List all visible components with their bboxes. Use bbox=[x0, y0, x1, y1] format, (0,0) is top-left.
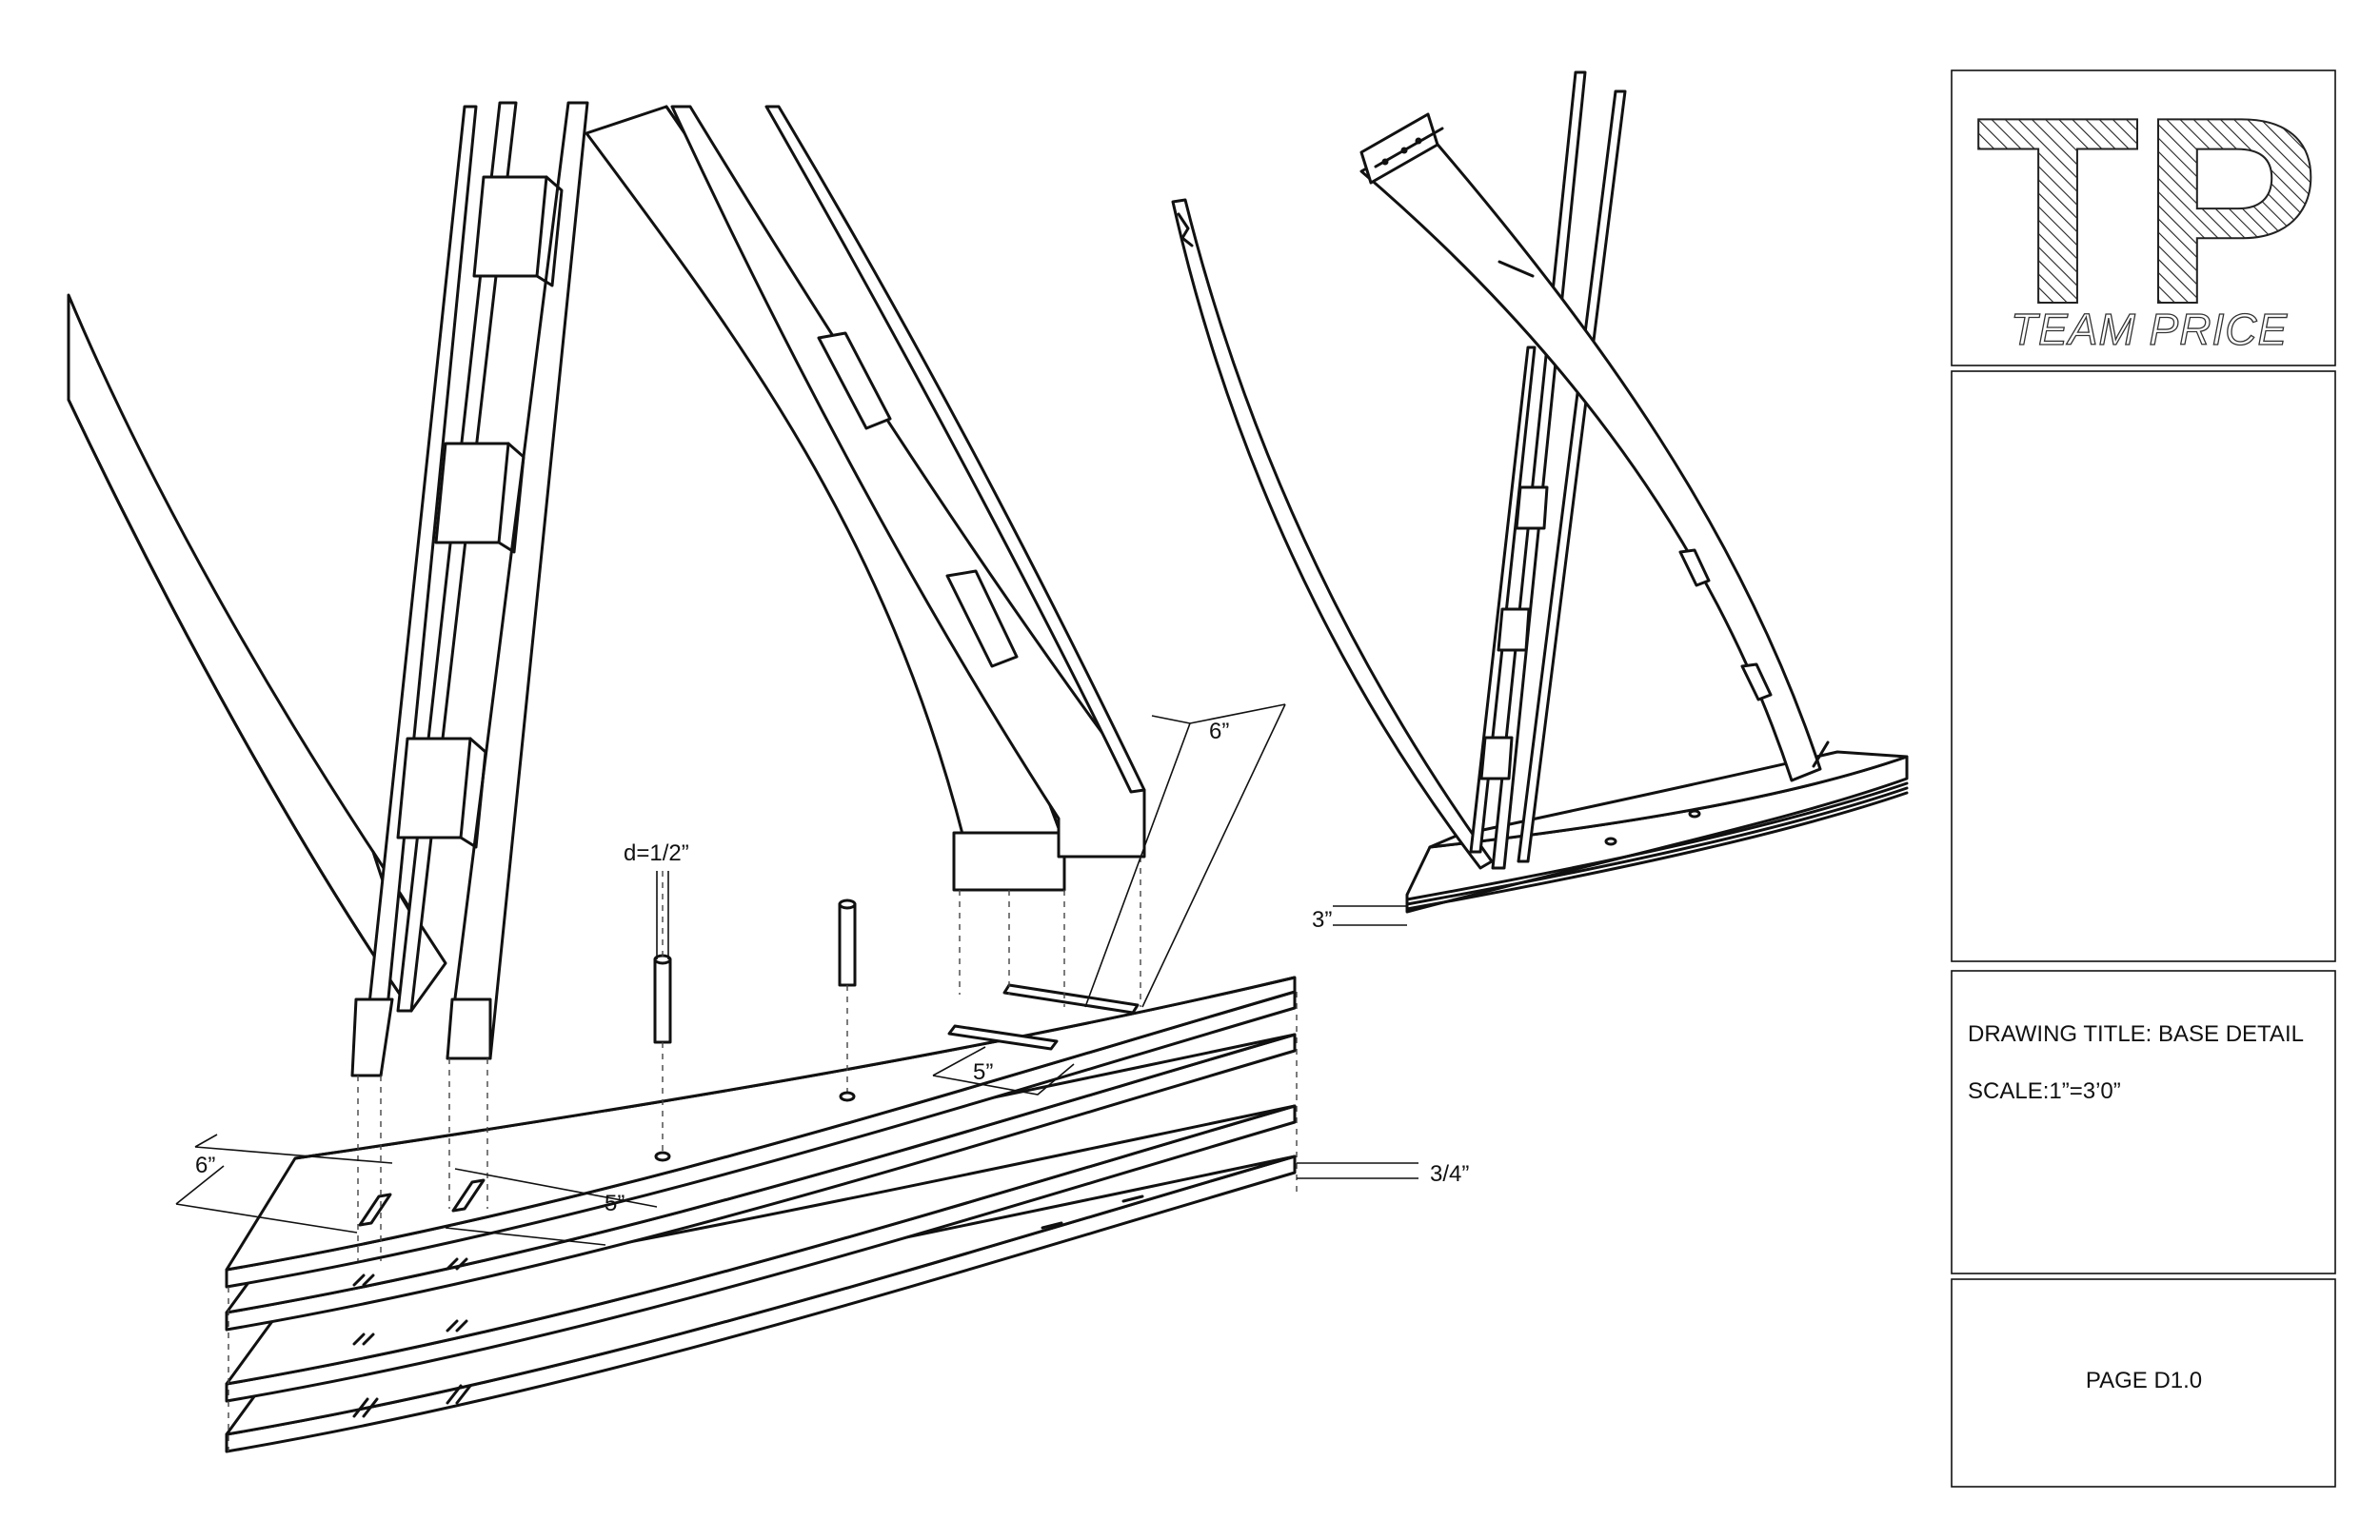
dowel-left bbox=[653, 871, 672, 1162]
dimension-lines bbox=[175, 703, 1418, 1246]
right-curved-rib-front bbox=[670, 105, 1146, 1007]
drawing-info-box bbox=[1951, 970, 2336, 1274]
dowel-diameter-label: d=1/2” bbox=[624, 840, 689, 866]
assembled-view bbox=[1171, 70, 1909, 926]
post-block-3 bbox=[396, 737, 472, 839]
slot-right-b bbox=[1002, 983, 1140, 1015]
ply-thickness-label: 3/4” bbox=[1430, 1161, 1469, 1187]
slot-length-right-label: 6” bbox=[1209, 719, 1229, 744]
slot-left-a bbox=[358, 1193, 392, 1227]
logo-mark: TP bbox=[1975, 63, 2320, 360]
ply-layer-1-top bbox=[225, 976, 1297, 1289]
notes-box bbox=[1951, 370, 2336, 962]
slot-spacing-right-label: 5” bbox=[973, 1059, 993, 1085]
assembled-block-2 bbox=[1497, 607, 1531, 652]
layer-tabs bbox=[352, 1194, 1144, 1418]
laminated-base-layers bbox=[225, 976, 1298, 1453]
wedge-2 bbox=[945, 569, 1019, 668]
page-box bbox=[1951, 1278, 2336, 1488]
logo-box bbox=[1951, 69, 2336, 366]
assembled-block-1 bbox=[1515, 485, 1549, 530]
slot-left-b bbox=[451, 1178, 486, 1213]
left-ladder-post bbox=[350, 101, 589, 1261]
post-block-2 bbox=[434, 442, 510, 544]
slot-spacing-left-label: 5” bbox=[605, 1191, 625, 1216]
slot-right-a bbox=[947, 1024, 1059, 1051]
logo-team-name: TEAM PRICE bbox=[2011, 305, 2288, 354]
dowel-right bbox=[838, 898, 857, 1102]
drawing-scale: SCALE:1”=3’0” bbox=[1968, 1078, 2121, 1104]
title-block: TP TEAM PRICE DRAWING TITLE: BASE DETAIL… bbox=[1951, 62, 2336, 1488]
ply-layer-3 bbox=[225, 1104, 1297, 1403]
assembled-block-3 bbox=[1479, 736, 1514, 780]
drawing-title: DRAWING TITLE: BASE DETAIL bbox=[1968, 1021, 2304, 1047]
post-block-1 bbox=[472, 175, 548, 278]
slot-length-left-label: 6” bbox=[195, 1153, 215, 1178]
wedge-1 bbox=[817, 331, 892, 430]
page-number: PAGE D1.0 bbox=[2086, 1368, 2202, 1393]
base-height-label: 3” bbox=[1312, 907, 1332, 933]
